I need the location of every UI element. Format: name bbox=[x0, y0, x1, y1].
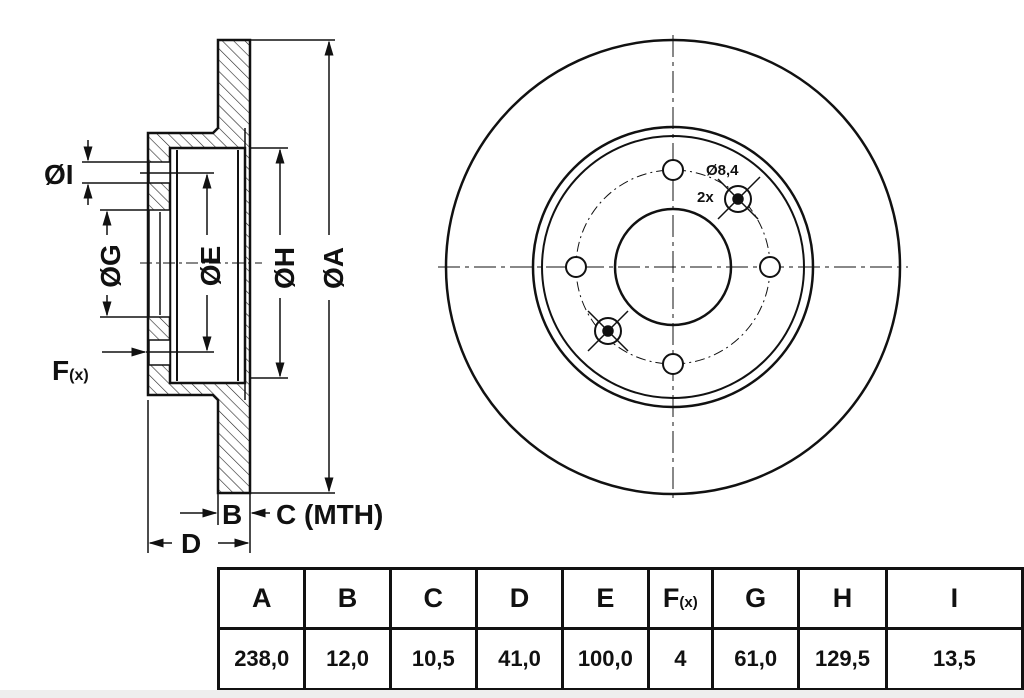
value-f: 4 bbox=[646, 627, 715, 692]
col-a: A bbox=[216, 567, 307, 630]
label-b: B bbox=[222, 499, 242, 530]
table-header-row: A B C D E F(x) G H I bbox=[216, 567, 1024, 630]
col-b: B bbox=[303, 567, 392, 630]
value-g: 61,0 bbox=[711, 627, 801, 692]
label-c-mth: C (MTH) bbox=[276, 499, 383, 530]
label-dia-g: ØG bbox=[95, 244, 126, 288]
value-a: 238,0 bbox=[216, 627, 307, 692]
col-e: E bbox=[561, 567, 650, 630]
hole-count-label: 2x bbox=[697, 189, 714, 206]
screw-hole bbox=[717, 176, 761, 220]
bottom-strip bbox=[0, 690, 1024, 698]
dimensions-table: A B C D E F(x) G H I 238,0 12,0 10,5 41,… bbox=[216, 567, 1024, 692]
col-g: G bbox=[711, 567, 801, 630]
value-d: 41,0 bbox=[474, 627, 565, 692]
label-dia-h: ØH bbox=[269, 247, 300, 289]
hole-diameter-label: Ø8,4 bbox=[706, 162, 739, 179]
col-c: C bbox=[388, 567, 478, 630]
bolt-hole bbox=[759, 256, 781, 278]
label-dia-e: ØE bbox=[195, 246, 226, 286]
col-h: H bbox=[797, 567, 888, 630]
bolt-hole bbox=[565, 256, 587, 278]
label-f: F(x) bbox=[52, 355, 89, 386]
label-dia-a: ØA bbox=[318, 247, 349, 289]
label-d: D bbox=[181, 528, 201, 559]
col-i: I bbox=[884, 567, 1024, 630]
front-view bbox=[438, 35, 908, 500]
value-e: 100,0 bbox=[561, 627, 650, 692]
label-dia-i: ØI bbox=[44, 159, 74, 190]
dimension-lines bbox=[82, 39, 335, 553]
table-row: 238,0 12,0 10,5 41,0 100,0 4 61,0 129,5 … bbox=[216, 627, 1024, 692]
bolt-hole bbox=[662, 159, 684, 181]
value-c: 10,5 bbox=[388, 627, 478, 692]
col-f: F(x) bbox=[646, 567, 715, 630]
value-i: 13,5 bbox=[884, 627, 1024, 692]
value-h: 129,5 bbox=[797, 627, 888, 692]
bolt-hole bbox=[662, 353, 684, 375]
col-d: D bbox=[474, 567, 565, 630]
value-b: 12,0 bbox=[303, 627, 392, 692]
screw-hole bbox=[587, 310, 629, 352]
